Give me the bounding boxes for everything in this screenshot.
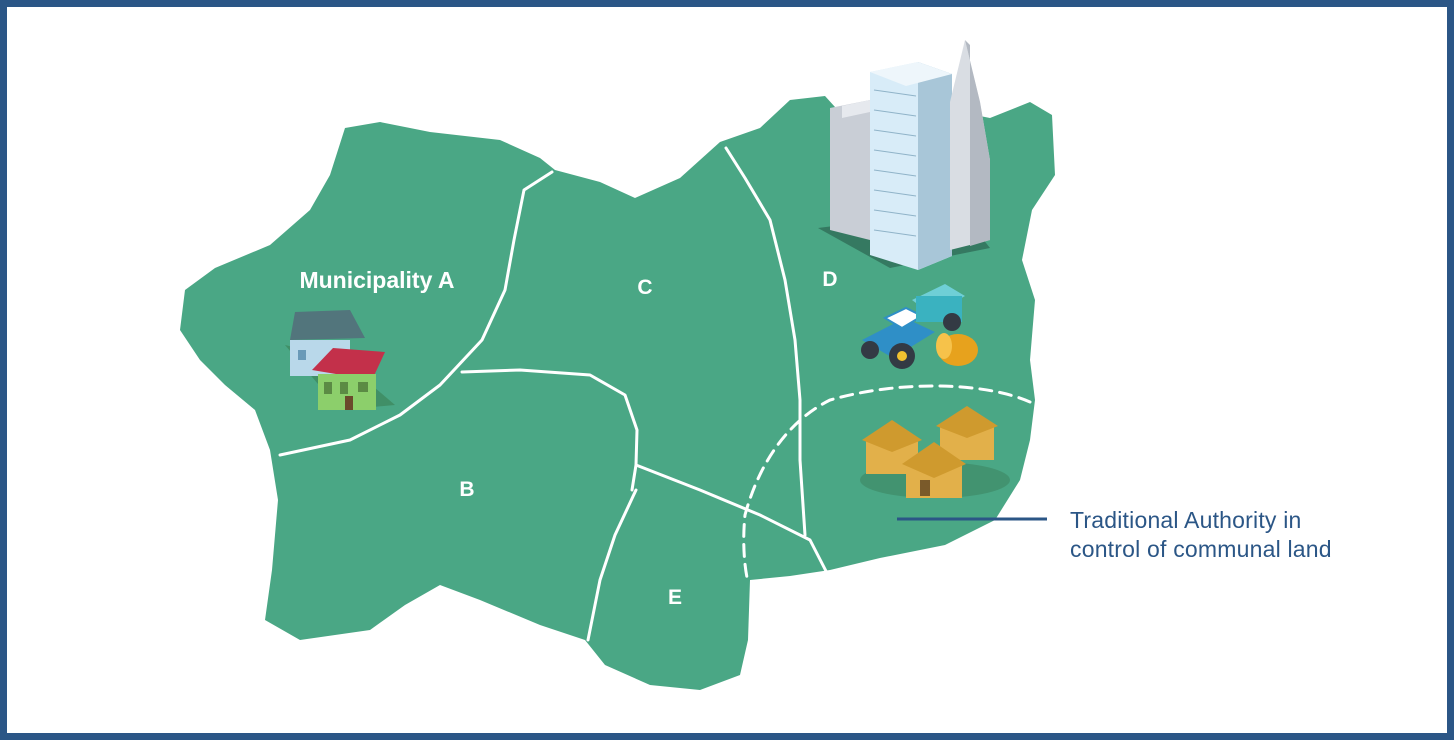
region-label-a: Municipality A — [299, 267, 454, 293]
region-label-e: E — [668, 586, 682, 609]
boundary-c-d — [724, 146, 807, 537]
callout-line-1: Traditional Authority in — [1070, 507, 1302, 533]
region-label-d: D — [822, 268, 837, 291]
region-label-c: C — [637, 276, 652, 299]
hay-bale-icon — [936, 333, 978, 366]
region-label-b: B — [459, 478, 474, 501]
skyscrapers-icon — [818, 40, 990, 270]
region-boundaries — [278, 146, 830, 642]
huts-icon — [860, 406, 1010, 498]
boundary-b-e — [586, 488, 638, 642]
land-area — [180, 96, 1055, 690]
houses-icon — [285, 310, 395, 410]
callout-label: Traditional Authority in control of comm… — [1070, 506, 1332, 564]
boundary-c-e — [634, 463, 830, 577]
callout-line-2: control of communal land — [1070, 536, 1332, 562]
boundary-a-c — [278, 170, 554, 457]
tractor-icon — [861, 284, 965, 369]
communal-land-boundary — [742, 384, 1032, 584]
